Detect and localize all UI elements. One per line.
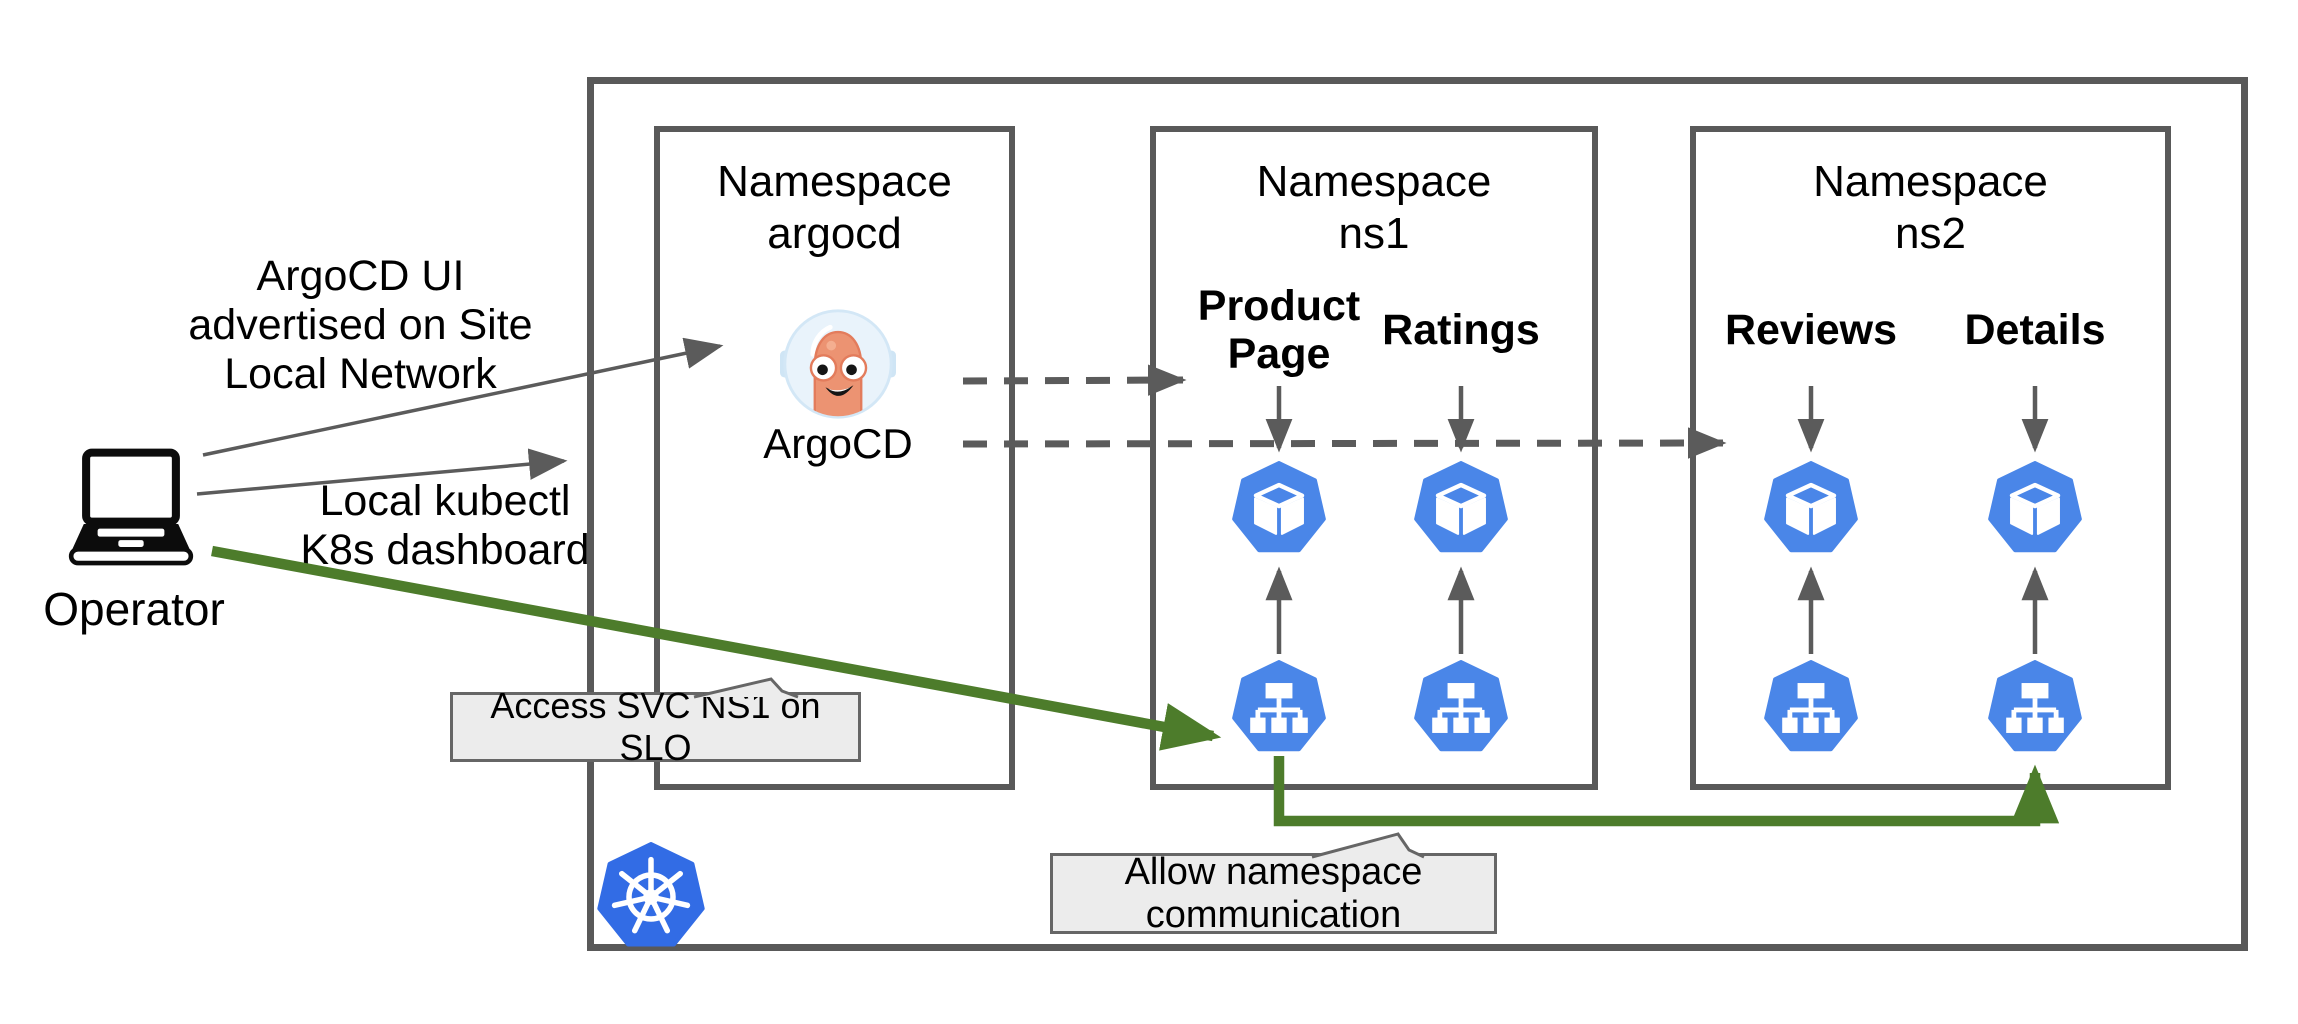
namespace-title: Namespace ns1	[1156, 156, 1592, 260]
callout-allow-text: Allow namespace communication	[1124, 850, 1423, 936]
service-label-reviews: Reviews	[1724, 306, 1898, 354]
laptop-icon	[66, 448, 196, 570]
pod-icon	[1231, 461, 1327, 557]
service-icon	[1987, 660, 2083, 756]
operator-label: Operator	[43, 583, 225, 635]
pod-icon	[1763, 461, 1859, 557]
service-label-ratings: Ratings	[1382, 306, 1540, 354]
namespace-name: ns1	[1338, 209, 1410, 258]
namespace-title-word: Namespace	[1256, 157, 1492, 206]
callout-allow-communication: Allow namespace communication	[1050, 850, 1497, 936]
namespace-box-ns2: Namespace ns2	[1690, 126, 2171, 790]
service-label-details: Details	[1964, 306, 2106, 354]
namespace-box-ns1: Namespace ns1	[1150, 126, 1598, 790]
kubernetes-cluster-boundary	[587, 77, 2248, 951]
namespace-title: Namespace argocd	[660, 156, 1009, 260]
pod-icon	[1987, 461, 2083, 557]
argocd-app-label: ArgoCD	[763, 420, 913, 467]
namespace-name: argocd	[767, 209, 902, 258]
pod-icon	[1413, 461, 1509, 557]
service-label-product-page: Product Page	[1197, 282, 1361, 378]
callout-access-svc: Access SVC NS1 on SLO	[450, 685, 861, 768]
namespace-name: ns2	[1895, 209, 1966, 258]
service-icon	[1413, 660, 1509, 756]
namespace-title-word: Namespace	[1813, 157, 2048, 206]
callout-access-text: Access SVC NS1 on SLO	[490, 685, 821, 768]
service-icon	[1763, 660, 1859, 756]
service-icon	[1231, 660, 1327, 756]
kubernetes-logo-icon	[596, 842, 706, 952]
namespace-title-word: Namespace	[717, 157, 952, 206]
argocd-mascot-icon	[780, 306, 896, 422]
annotation-kubectl: Local kubectl K8s dashboard	[300, 477, 590, 574]
annotation-argocd-ui: ArgoCD UI advertised on Site Local Netwo…	[188, 252, 533, 398]
namespace-title: Namespace ns2	[1696, 156, 2165, 260]
